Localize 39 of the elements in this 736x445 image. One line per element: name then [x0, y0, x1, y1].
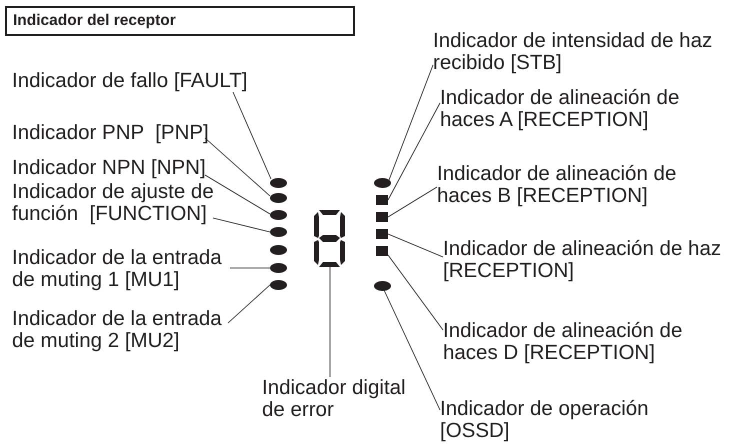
callout-label: Indicador de fallo [FAULT]: [12, 70, 262, 92]
callout-label: Indicador de alineación de haces D [RECEPTION]: [443, 320, 705, 364]
callout-label: Indicador de intensidad de haz recibido [STB]: [433, 30, 735, 74]
indicator-lamp: [376, 246, 388, 256]
leader-line: [204, 174, 270, 214]
indicator-lamp: [374, 281, 391, 291]
callout-label: Indicador de ajuste de función [FUNCTION]: [12, 181, 222, 225]
callout-label: Indicador de operación [OSSD]: [440, 398, 655, 442]
leader-line: [228, 284, 272, 324]
leader-line: [384, 290, 440, 410]
indicator-lamp: [270, 280, 287, 290]
leader-line: [388, 186, 438, 218]
leader-line: [212, 218, 270, 232]
callout-label: Indicador digital de error: [262, 377, 417, 421]
callout-label: Indicador NPN [NPN]: [12, 157, 212, 179]
leader-line: [388, 64, 434, 180]
leader-line: [388, 254, 444, 330]
indicator-lamp: [270, 193, 287, 203]
callout-label: Indicador de la entrada de muting 1 [MU1]: [12, 247, 234, 291]
leader-line: [204, 138, 270, 196]
indicator-lamp: [270, 210, 287, 220]
callout-label: Indicador de alineación de haces B [RECEPTION]: [437, 163, 699, 207]
leader-line: [388, 102, 440, 200]
indicator-lamp: [376, 212, 388, 222]
indicator-lamp: [270, 245, 287, 255]
indicator-lamp: [376, 229, 388, 239]
callout-label: Indicador de la entrada de muting 2 [MU2]: [12, 308, 234, 352]
indicator-lamp: [270, 227, 287, 237]
callout-label: Indicador PNP [PNP]: [12, 122, 212, 144]
callout-label: Indicador de alineación de haz [RECEPTION]: [443, 238, 736, 282]
seven-segment-display: [314, 210, 345, 267]
leader-line: [388, 234, 444, 258]
indicator-lamp: [374, 178, 391, 188]
title-box: Indicador del receptor: [5, 6, 355, 36]
callout-label: Indicador de alineación de haces A [RECEPTION]: [440, 87, 702, 131]
indicator-lamp: [270, 178, 287, 188]
indicator-lamp: [376, 195, 388, 205]
indicator-lamp: [270, 263, 287, 273]
leader-line: [232, 92, 272, 180]
